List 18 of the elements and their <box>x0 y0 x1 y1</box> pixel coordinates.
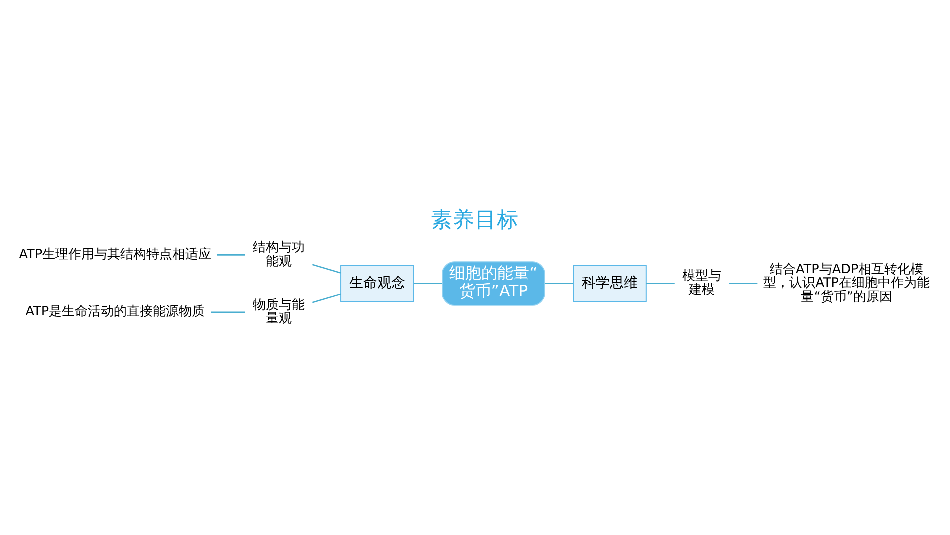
node-box: 细胞的能量“货币”ATP <box>442 261 546 306</box>
connector <box>312 264 342 274</box>
connector <box>646 282 675 284</box>
node-text: ATP是生命活动的直接能源物质 <box>26 304 206 320</box>
node-text: 物质与能量观 <box>252 297 305 326</box>
connector <box>729 282 758 284</box>
connector <box>217 254 246 256</box>
node-box: 科学思维 <box>573 265 647 302</box>
diagram-title: 素养目标 <box>431 208 519 233</box>
node-text: 结构与功能观 <box>252 240 305 269</box>
node-text: ATP生理作用与其结构特点相适应 <box>19 247 212 262</box>
connector <box>545 282 574 284</box>
node-text: 结合ATP与ADP相互转化模型，认识ATP在细胞中作为能量“货币”的原因 <box>764 262 930 304</box>
node-box: 生命观念 <box>340 265 414 302</box>
connector <box>312 293 342 303</box>
node-text: 模型与建模 <box>682 268 722 298</box>
connector <box>211 311 246 312</box>
connector <box>414 282 442 284</box>
